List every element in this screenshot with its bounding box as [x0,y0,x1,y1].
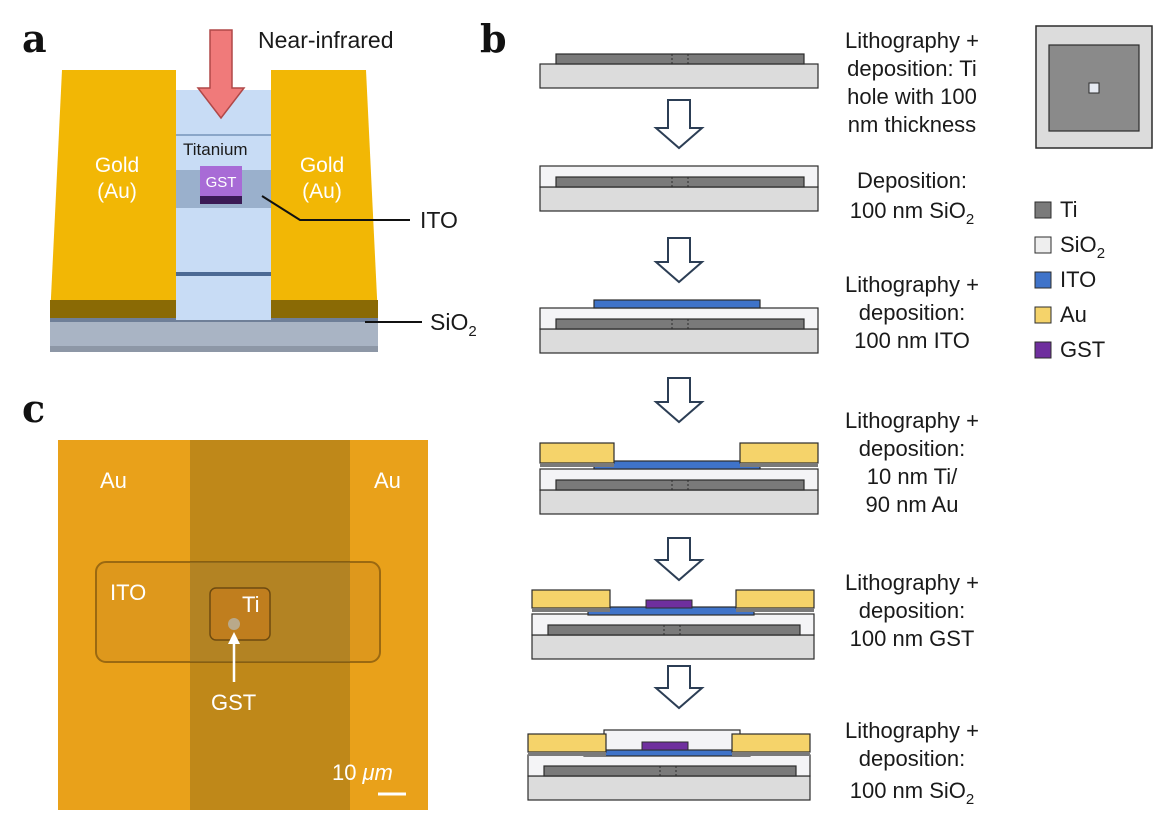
gold-right-side [271,300,378,318]
panel-a: a Near-infrared Titanium GST Gold (Au) G… [22,16,477,352]
down-arrow-3 [653,377,705,424]
sio2-label-a: SiO2 [430,309,477,340]
gst-block [200,166,242,196]
panel-b: b [480,16,1153,808]
legend-sio2: SiO2 [1060,232,1105,262]
legend-swatch-ti [1034,201,1052,219]
near-infrared-label: Near-infrared [258,27,394,53]
down-arrow-5 [653,665,705,710]
step-5-line-2: deposition: [859,598,965,623]
ito-label-c: ITO [110,580,146,605]
ito-label-a: ITO [420,207,458,233]
step-3-line-3: 100 nm ITO [854,328,970,353]
gold-left-label-1: Gold [95,154,139,177]
step-6-line-2: deposition: [859,746,965,771]
step-text-2: Deposition: 100 nm SiO2 [850,168,975,228]
legend: Ti SiO2 ITO Au GST [1034,197,1105,362]
ti-label-c: Ti [242,592,260,617]
gold-right-label-2: (Au) [302,180,342,203]
down-arrow-2 [653,237,705,284]
gst-pointer-head [228,632,240,644]
gst-bottom [200,196,242,204]
au-right-label: Au [374,468,401,493]
gold-right [271,70,378,318]
near-infrared-arrow [196,29,246,120]
stack-step-1 [539,53,819,89]
titanium-line [176,134,271,136]
legend-gst: GST [1060,337,1105,362]
step-text-6: Lithography + deposition: 100 nm SiO2 [845,718,979,808]
step-6-line-3: 100 nm SiO2 [850,778,975,808]
stack-step-4 [539,442,819,515]
step-4-line-2: deposition: [859,436,965,461]
legend-ti: Ti [1060,197,1078,222]
step-text-3: Lithography + deposition: 100 nm ITO [845,272,979,353]
legend-swatch-gst [1034,341,1052,359]
step-5-line-3: 100 nm GST [850,626,975,651]
gold-right-label-1: Gold [300,154,344,177]
gold-left-label-2: (Au) [97,180,137,203]
step-4-line-4: 90 nm Au [866,492,959,517]
micro-ti [209,587,271,641]
panel-a-letter: a [22,16,47,61]
down-arrow-4 [653,537,705,582]
panel-b-letter: b [480,16,507,61]
legend-ito: ITO [1060,267,1096,292]
step-1-line-4: nm thickness [848,112,976,137]
step-1-line-3: hole with 100 [847,84,977,109]
lower-line [176,272,271,276]
micro-gst-dot [228,618,240,630]
gold-left-side [50,300,176,318]
panel-c-letter: c [22,386,45,431]
step-3-line-2: deposition: [859,300,965,325]
gst-label-c: GST [211,690,256,715]
top-view-inset [1035,25,1153,149]
stack-step-5 [531,589,815,660]
titanium-label: Titanium [183,140,248,159]
down-arrow-1 [653,99,705,150]
gst-label-a: GST [206,174,237,191]
step-4-line-1: Lithography + [845,408,979,433]
step-6-line-1: Lithography + [845,718,979,743]
stack-step-6 [527,729,811,801]
step-5-line-1: Lithography + [845,570,979,595]
step-2-line-1: Deposition: [857,168,967,193]
step-text-5: Lithography + deposition: 100 nm GST [845,570,979,651]
stack-step-2 [539,165,819,212]
legend-au: Au [1060,302,1087,327]
gold-left [50,70,176,318]
substrate-bottom [50,346,378,352]
step-text-1: Lithography + deposition: Ti hole with 1… [845,28,979,137]
substrate-front [50,318,378,346]
legend-swatch-sio2 [1034,236,1052,254]
step-2-line-2: 100 nm SiO2 [850,198,975,228]
ito-leader [261,195,410,221]
legend-swatch-ito [1034,271,1052,289]
au-left-label: Au [100,468,127,493]
legend-swatch-au [1034,306,1052,324]
step-text-4: Lithography + deposition: 10 nm Ti/ 90 n… [845,408,979,517]
stack-step-3 [539,299,819,354]
step-1-line-1: Lithography + [845,28,979,53]
step-4-line-3: 10 nm Ti/ [867,464,958,489]
step-1-line-2: deposition: Ti [847,56,977,81]
step-3-line-1: Lithography + [845,272,979,297]
